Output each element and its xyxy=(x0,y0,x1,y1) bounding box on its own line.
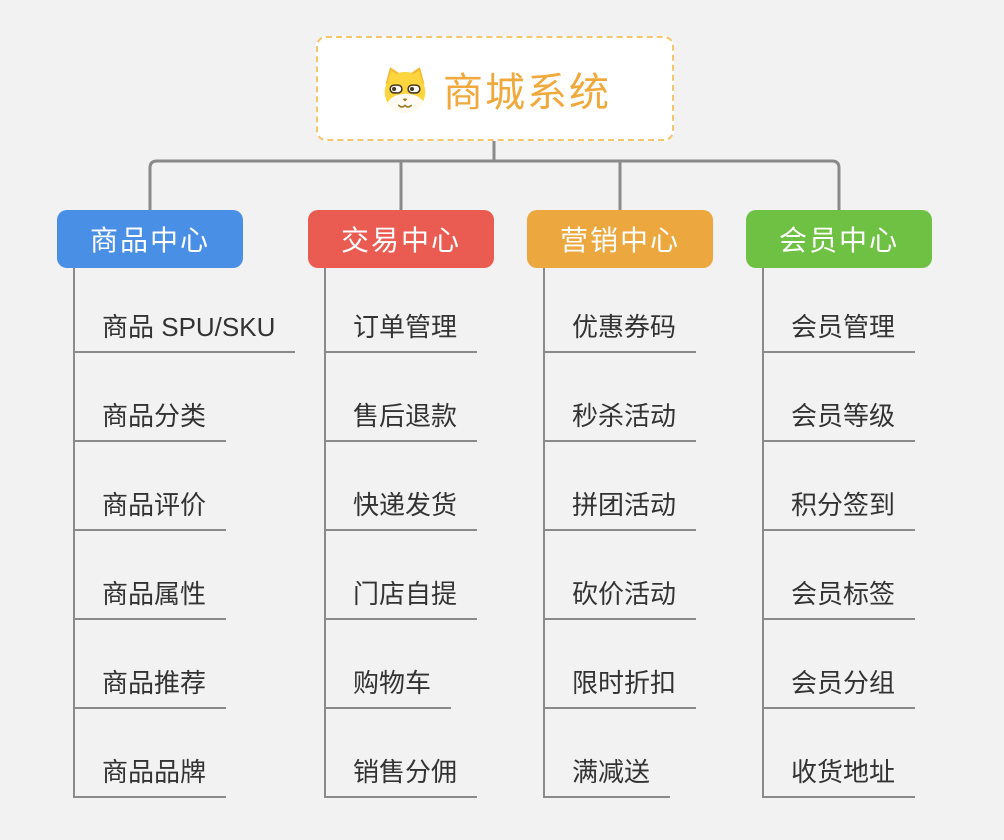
leaf-node[interactable]: 拼团活动 xyxy=(545,442,697,531)
shiba-dog-icon xyxy=(379,64,431,114)
branch-leaves: 优惠券码 秒杀活动 拼团活动 砍价活动 限时折扣 满减送 xyxy=(543,268,713,798)
root-title: 商城系统 xyxy=(443,70,611,115)
leaf-node[interactable]: 收货地址 xyxy=(764,709,916,798)
leaf-node[interactable]: 订单管理 xyxy=(326,268,478,353)
branch-product-center: 商品中心 商品 SPU/SKU 商品分类 商品评价 商品属性 商品推荐 商品品牌 xyxy=(57,210,296,798)
leaf-node[interactable]: 会员管理 xyxy=(764,268,916,353)
leaf-node[interactable]: 会员分组 xyxy=(764,620,916,709)
branch-head-trade-center[interactable]: 交易中心 xyxy=(308,210,494,268)
leaf-node[interactable]: 商品分类 xyxy=(75,353,227,442)
leaf-node[interactable]: 售后退款 xyxy=(326,353,478,442)
leaf-node[interactable]: 商品 SPU/SKU xyxy=(75,268,296,353)
branch-head-member-center[interactable]: 会员中心 xyxy=(746,210,932,268)
leaf-node[interactable]: 商品评价 xyxy=(75,442,227,531)
leaf-node[interactable]: 砍价活动 xyxy=(545,531,697,620)
leaf-node[interactable]: 积分签到 xyxy=(764,442,916,531)
leaf-node[interactable]: 商品推荐 xyxy=(75,620,227,709)
branch-leaves: 会员管理 会员等级 积分签到 会员标签 会员分组 收货地址 xyxy=(762,268,932,798)
branch-member-center: 会员中心 会员管理 会员等级 积分签到 会员标签 会员分组 收货地址 xyxy=(746,210,932,798)
leaf-node[interactable]: 优惠券码 xyxy=(545,268,697,353)
branch-marketing-center: 营销中心 优惠券码 秒杀活动 拼团活动 砍价活动 限时折扣 满减送 xyxy=(527,210,713,798)
leaf-node[interactable]: 商品品牌 xyxy=(75,709,227,798)
branch-head-product-center[interactable]: 商品中心 xyxy=(57,210,243,268)
leaf-node[interactable]: 会员标签 xyxy=(764,531,916,620)
branch-leaves: 订单管理 售后退款 快递发货 门店自提 购物车 销售分佣 xyxy=(324,268,494,798)
leaf-node[interactable]: 商品属性 xyxy=(75,531,227,620)
leaf-node[interactable]: 门店自提 xyxy=(326,531,478,620)
leaf-node[interactable]: 快递发货 xyxy=(326,442,478,531)
leaf-node[interactable]: 满减送 xyxy=(545,709,671,798)
leaf-node[interactable]: 限时折扣 xyxy=(545,620,697,709)
branch-trade-center: 交易中心 订单管理 售后退款 快递发货 门店自提 购物车 销售分佣 xyxy=(308,210,494,798)
branch-leaves: 商品 SPU/SKU 商品分类 商品评价 商品属性 商品推荐 商品品牌 xyxy=(73,268,296,798)
root-node[interactable]: 商城系统 xyxy=(316,36,674,141)
leaf-node[interactable]: 销售分佣 xyxy=(326,709,478,798)
leaf-node[interactable]: 购物车 xyxy=(326,620,452,709)
leaf-node[interactable]: 秒杀活动 xyxy=(545,353,697,442)
branch-head-marketing-center[interactable]: 营销中心 xyxy=(527,210,713,268)
leaf-node[interactable]: 会员等级 xyxy=(764,353,916,442)
